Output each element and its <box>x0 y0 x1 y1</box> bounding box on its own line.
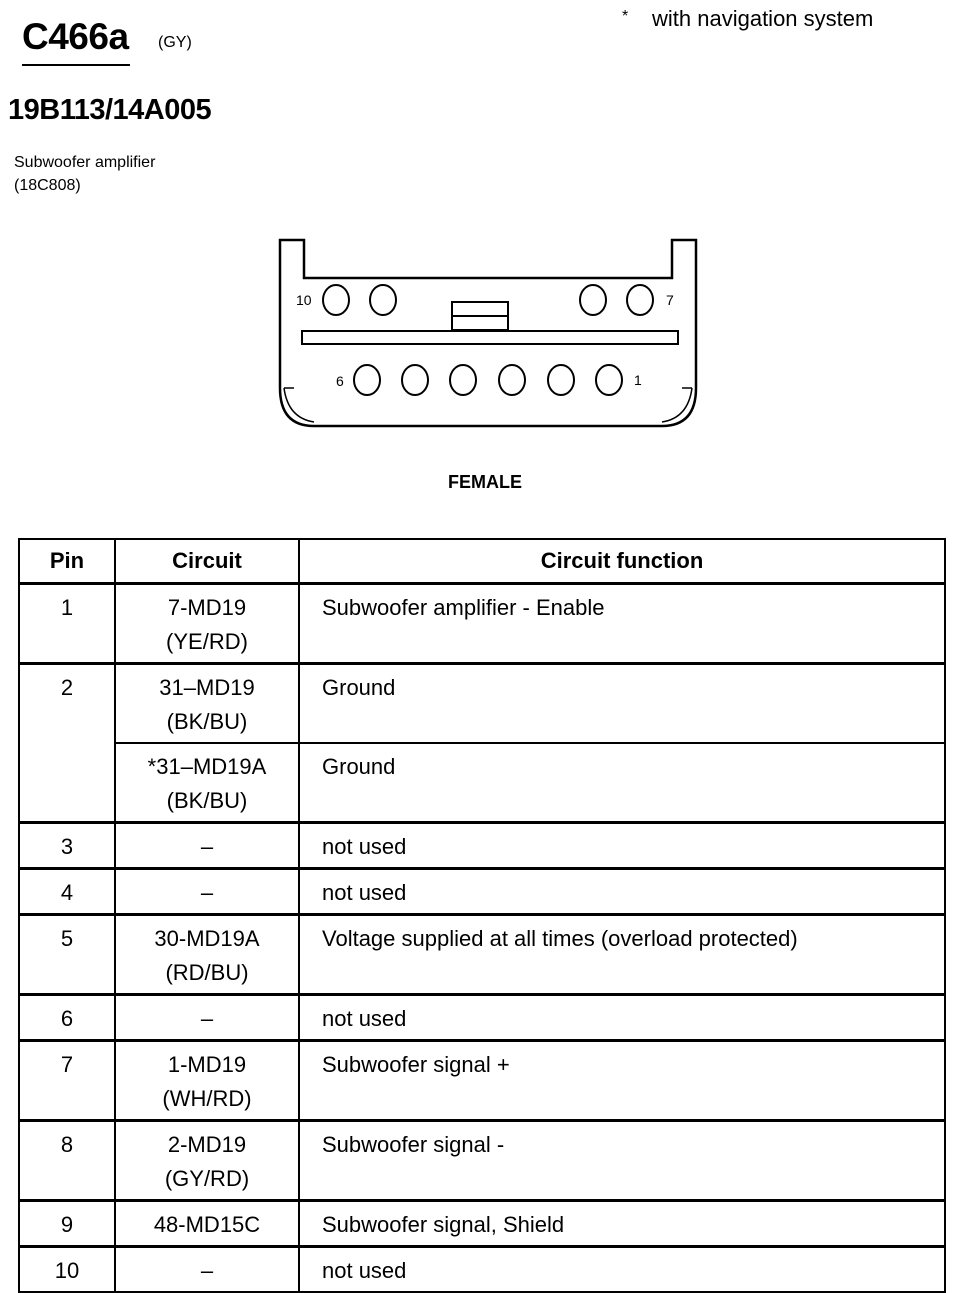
pin-number: 9 <box>18 1199 116 1248</box>
wire-color: (WH/RD) <box>162 1086 252 1111</box>
pin-3-socket <box>498 364 526 396</box>
top-pin-row <box>322 284 654 316</box>
pin-label-10: 10 <box>296 292 312 308</box>
circuit-code: – <box>114 867 300 916</box>
header-pin: Pin <box>18 538 116 585</box>
circuit-code: – <box>114 821 300 870</box>
pin-9-socket <box>369 284 397 316</box>
table-row: 10 – not used <box>18 1245 946 1293</box>
bottom-pin-row <box>353 364 623 396</box>
component-name: Subwoofer amplifier <box>14 154 156 171</box>
wire-color: (RD/BU) <box>165 960 249 985</box>
circuit-function: Ground <box>298 742 946 824</box>
circuit-function: Subwoofer signal, Shield <box>298 1199 946 1248</box>
table-row: 4 – not used <box>18 867 946 916</box>
pin-number: 4 <box>18 867 116 916</box>
table-row: 3 – not used <box>18 821 946 870</box>
circuit-function: Ground <box>298 662 946 744</box>
table-row: 6 – not used <box>18 993 946 1042</box>
circuit-cell: *31–MD19A (BK/BU) <box>114 742 300 824</box>
wire-color: (GY/RD) <box>164 1166 250 1191</box>
wire-color: (BK/BU) <box>166 788 248 813</box>
table-row: *31–MD19A (BK/BU) Ground <box>19 742 946 824</box>
circuit-code: *31–MD19A <box>147 754 267 779</box>
wire-color: (BK/BU) <box>166 709 248 734</box>
connector-id-underline <box>22 64 130 66</box>
pin-number: 5 <box>18 913 116 996</box>
circuit-cell: 30-MD19A (RD/BU) <box>114 913 300 996</box>
component-code: (18C808) <box>14 177 81 194</box>
circuit-function: Voltage supplied at all times (overload … <box>298 913 946 996</box>
pinout-table: Pin Circuit Circuit function 1 7-MD19 (YE… <box>18 538 946 1293</box>
circuit-cell: 31–MD19 (BK/BU) <box>114 662 300 744</box>
circuit-code: – <box>114 1245 300 1293</box>
circuit-code: 31–MD19 <box>159 675 255 700</box>
separator-bar <box>301 330 679 345</box>
circuit-function: Subwoofer signal + <box>298 1039 946 1122</box>
pin-5-socket <box>401 364 429 396</box>
header-circuit: Circuit <box>114 538 300 585</box>
circuit-function: not used <box>298 867 946 916</box>
wire-color: (YE/RD) <box>166 629 248 654</box>
circuit-code: 48-MD15C <box>114 1199 300 1248</box>
circuit-cell: 7-MD19 (YE/RD) <box>114 582 300 665</box>
header-circuit-function: Circuit function <box>298 538 946 585</box>
circuit-code: 1-MD19 <box>167 1052 247 1077</box>
pin-8-socket <box>579 284 607 316</box>
pin-label-1: 1 <box>634 372 642 388</box>
pin-label-6: 6 <box>336 373 344 389</box>
pin-1-socket <box>595 364 623 396</box>
pin-number: 3 <box>18 821 116 870</box>
circuit-code: 2-MD19 <box>167 1132 247 1157</box>
pin-number: 8 <box>18 1119 116 1202</box>
circuit-cell: 1-MD19 (WH/RD) <box>114 1039 300 1122</box>
table-row: 8 2-MD19 (GY/RD) Subwoofer signal - <box>18 1119 946 1202</box>
pin-number: 2 <box>18 662 116 824</box>
circuit-function: not used <box>298 1245 946 1293</box>
pin-number: 7 <box>18 1039 116 1122</box>
pin-7-socket <box>626 284 654 316</box>
circuit-code: 30-MD19A <box>154 926 260 951</box>
circuit-function: not used <box>298 993 946 1042</box>
connector-gender: FEMALE <box>448 472 522 492</box>
table-row: 7 1-MD19 (WH/RD) Subwoofer signal + <box>18 1039 946 1122</box>
pin-number: 1 <box>18 582 116 665</box>
part-number: 19B113/14A005 <box>8 94 212 126</box>
table-row: 9 48-MD15C Subwoofer signal, Shield <box>18 1199 946 1248</box>
footnote-text: with navigation system <box>652 6 874 31</box>
table-row: 5 30-MD19A (RD/BU) Voltage supplied at al… <box>18 913 946 996</box>
circuit-function: Subwoofer signal - <box>298 1119 946 1202</box>
circuit-code: 7-MD19 <box>167 595 247 620</box>
circuit-function: not used <box>298 821 946 870</box>
circuit-function: Subwoofer amplifier - Enable <box>298 582 946 665</box>
table-row: 1 7-MD19 (YE/RD) Subwoofer amplifier - En… <box>18 582 946 665</box>
pin-4-socket <box>449 364 477 396</box>
pin-2-socket <box>547 364 575 396</box>
connector-housing <box>278 238 698 428</box>
circuit-code: – <box>114 993 300 1042</box>
connector-id: C466a <box>22 16 129 57</box>
table-header-row: Pin Circuit Circuit function <box>18 538 946 585</box>
keying-latch <box>451 301 509 331</box>
pin-label-7: 7 <box>666 292 674 308</box>
circuit-cell: 2-MD19 (GY/RD) <box>114 1119 300 1202</box>
pin-number: 6 <box>18 993 116 1042</box>
table-row: 2 31–MD19 (BK/BU) Ground <box>18 662 946 824</box>
pin-10-socket <box>322 284 350 316</box>
pin-number: 10 <box>18 1245 116 1293</box>
connector-color: (GY) <box>158 34 192 51</box>
pin-6-socket <box>353 364 381 396</box>
connector-face-diagram: 10 7 6 1 <box>278 238 698 428</box>
footnote: * with navigation system <box>622 6 873 32</box>
footnote-symbol: * <box>622 8 629 25</box>
